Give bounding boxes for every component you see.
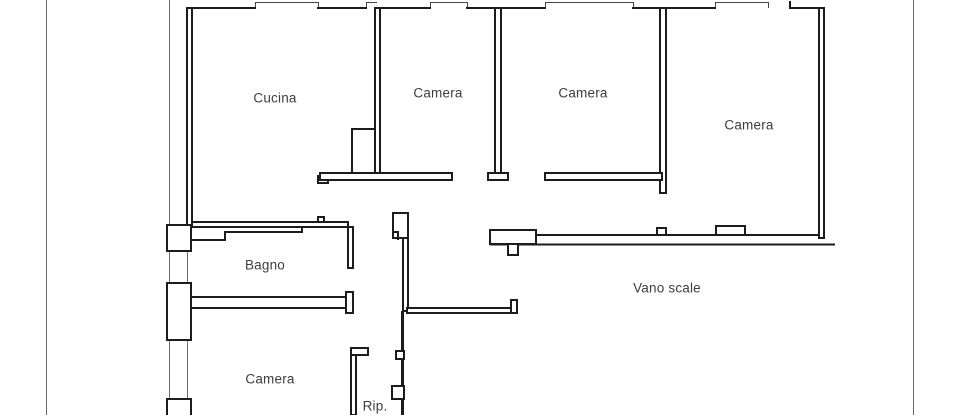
room-label-camera-3: Camera	[724, 117, 774, 133]
room-label-camera-2: Camera	[558, 85, 608, 101]
wall-stub-camera1-camera2	[487, 172, 509, 181]
walls-top-rooms	[186, 7, 825, 239]
room-label-ripostiglio: Rip.	[362, 398, 388, 414]
wall-left-exterior	[166, 224, 192, 415]
room-label-camera-4: Camera	[245, 371, 295, 387]
walls-vano-scale	[489, 225, 835, 256]
walls-corridor-central	[350, 212, 518, 415]
wall-cucina-camera1	[374, 7, 381, 174]
room-label-cucina: Cucina	[253, 90, 297, 106]
wall-rip-left	[350, 347, 357, 415]
walls-corridor-top	[317, 172, 663, 184]
wall-top-exterior	[186, 1, 823, 9]
wall-bagno-bottom	[189, 296, 349, 309]
room-label-vano-scale: Vano scale	[633, 280, 701, 296]
wall-below-cucina-camera1	[319, 172, 453, 181]
room-label-camera-1: Camera	[413, 85, 463, 101]
room-label-bagno: Bagno	[244, 257, 286, 273]
wall-camera1-camera2	[494, 7, 502, 174]
wall-cucina-alcove	[351, 128, 375, 172]
wall-camera2-camera3	[659, 7, 667, 194]
wall-corridor-head	[392, 212, 409, 239]
wall-camera3-right	[818, 7, 825, 239]
wall-corridor-right	[402, 237, 409, 312]
wall-bagno-right	[347, 226, 354, 269]
wall-corridor-bottom	[406, 307, 513, 314]
wall-below-camera2	[544, 172, 663, 181]
wall-cucina-left	[186, 7, 193, 226]
boundary-lines	[46, 0, 914, 415]
